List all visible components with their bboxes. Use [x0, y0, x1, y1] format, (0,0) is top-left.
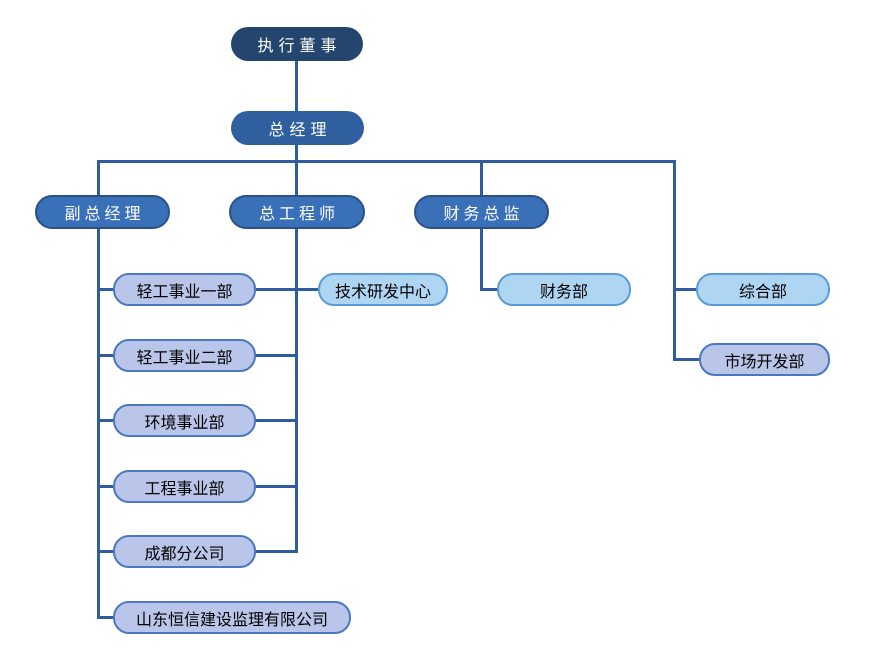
connector-gm-to-bus: [295, 145, 298, 163]
connector-stub-tech-rd: [295, 288, 318, 291]
connector-stub-light1-left: [97, 288, 113, 291]
connector-finance-drop: [480, 229, 483, 291]
connector-stub-eng-left: [97, 485, 113, 488]
node-light-industry-dept-1: 轻工事业一部: [113, 273, 256, 306]
connector-stub-finance-dept: [480, 288, 497, 291]
connector-stub-env-right: [256, 419, 298, 422]
connector-stub-market-dev: [673, 358, 699, 361]
connector-stub-light2-left: [97, 354, 113, 357]
node-finance-director: 财务总监: [414, 195, 549, 229]
connector-bus-to-deputy-gm: [97, 160, 100, 195]
node-finance-dept: 财务部: [497, 273, 631, 306]
node-general-dept: 综合部: [696, 273, 830, 306]
connector-stub-eng-right: [256, 485, 298, 488]
node-deputy-general-manager: 副总经理: [35, 195, 170, 229]
node-shandong-hengxin: 山东恒信建设监理有限公司: [113, 601, 351, 634]
node-chief-engineer: 总工程师: [229, 195, 365, 229]
connector-exec-to-gm: [295, 61, 298, 111]
node-chengdu-branch: 成都分公司: [113, 535, 256, 568]
connector-stub-env-left: [97, 419, 113, 422]
connector-bus-to-chief-eng: [295, 160, 298, 195]
node-executive-director: 执行董事: [231, 27, 363, 61]
connector-bus-to-finance-dir: [480, 160, 483, 195]
connector-stub-chengdu-right: [256, 550, 298, 553]
node-market-dev-dept: 市场开发部: [699, 343, 830, 376]
node-general-manager: 总经理: [231, 111, 364, 145]
node-environment-dept: 环境事业部: [113, 404, 256, 437]
connector-stub-light1-right: [256, 288, 298, 291]
node-tech-rd-center: 技术研发中心: [318, 273, 448, 306]
connector-stub-shandong-left: [97, 616, 113, 619]
connector-stub-general-dept: [673, 288, 696, 291]
node-light-industry-dept-2: 轻工事业二部: [113, 339, 256, 372]
connector-main-bus: [97, 160, 676, 163]
connector-right-trunk: [673, 160, 676, 361]
connector-mid-trunk: [295, 229, 298, 553]
node-engineering-dept: 工程事业部: [113, 470, 256, 503]
connector-stub-light2-right: [256, 354, 298, 357]
connector-left-trunk: [97, 229, 100, 619]
connector-stub-chengdu-left: [97, 550, 113, 553]
